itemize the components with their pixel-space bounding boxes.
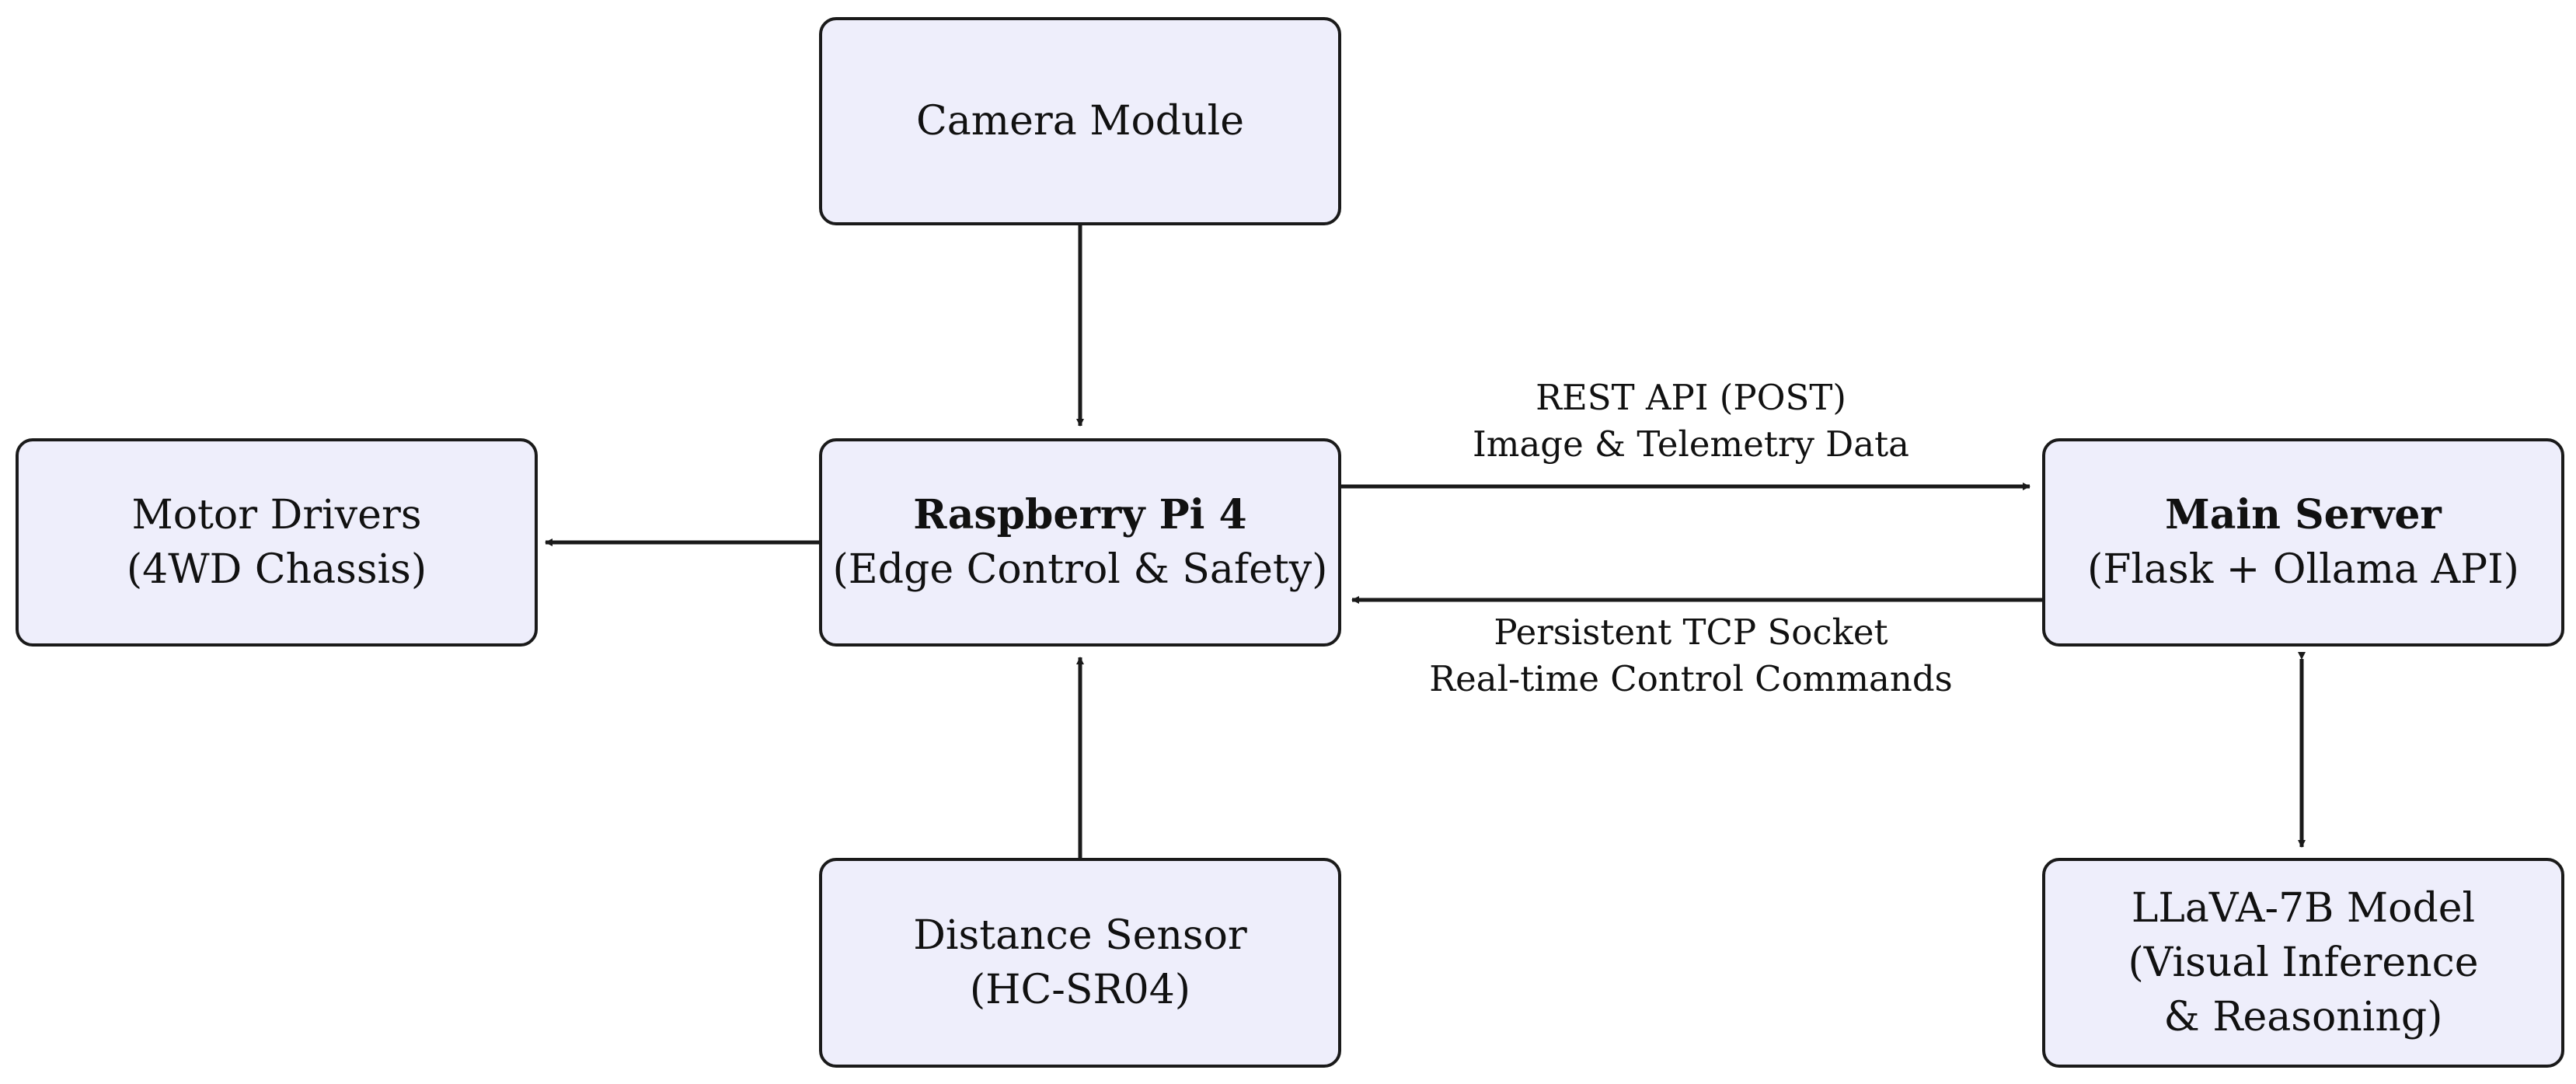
raspberry-pi-title: Raspberry Pi 4 (913, 491, 1247, 539)
llava-model-node: LLaVA-7B Model (Visual Inference & Reaso… (2042, 858, 2564, 1068)
main-server-subtitle: (Flask + Ollama API) (2087, 546, 2519, 593)
distance-sensor-node: Distance Sensor (HC-SR04) (819, 858, 1341, 1068)
tcp-socket-label: Persistent TCP Socket Real-time Control … (1352, 609, 2030, 702)
camera-module-title: Camera Module (916, 98, 1244, 145)
tcp-socket-line1: Persistent TCP Socket (1494, 612, 1888, 653)
distance-sensor-subtitle: (HC-SR04) (969, 967, 1191, 1013)
main-server-title: Main Server (2165, 491, 2442, 539)
raspberry-pi-node: Raspberry Pi 4 (Edge Control & Safety) (819, 438, 1341, 647)
motor-drivers-title: Motor Drivers (131, 492, 422, 539)
motor-drivers-node: Motor Drivers (4WD Chassis) (16, 438, 538, 647)
motor-drivers-subtitle: (4WD Chassis) (126, 546, 427, 593)
llava-model-title: LLaVA-7B Model (2131, 885, 2476, 932)
rest-api-line2: Image & Telemetry Data (1473, 423, 1909, 465)
tcp-socket-line2: Real-time Control Commands (1429, 658, 1953, 699)
camera-module-node: Camera Module (819, 17, 1341, 225)
llava-model-subtitle: (Visual Inference (2128, 939, 2479, 986)
rest-api-line1: REST API (POST) (1535, 377, 1846, 418)
main-server-node: Main Server (Flask + Ollama API) (2042, 438, 2564, 647)
raspberry-pi-subtitle: (Edge Control & Safety) (832, 546, 1328, 593)
rest-api-label: REST API (POST) Image & Telemetry Data (1352, 375, 2030, 468)
llava-model-subtitle-2: & Reasoning) (2163, 994, 2443, 1040)
distance-sensor-title: Distance Sensor (913, 912, 1247, 959)
